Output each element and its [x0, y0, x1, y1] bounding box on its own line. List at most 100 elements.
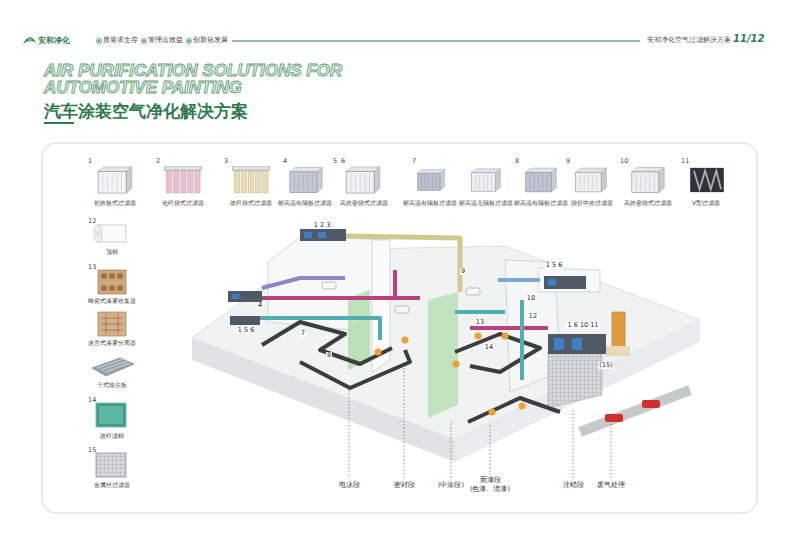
paint-shop-drawing-part-part — [605, 414, 623, 422]
paint-shop-drawing-part — [455, 320, 700, 462]
product-icons-part — [526, 168, 557, 192]
paint-shop-drawing — [192, 229, 700, 478]
paint-shop-drawing-part-part — [573, 410, 574, 478]
product-icons-part — [98, 167, 132, 193]
media-icons-part — [96, 453, 126, 477]
media-icons-part — [97, 231, 100, 237]
media-icons-part — [98, 312, 126, 336]
callout-number: 7 — [412, 158, 416, 166]
section-label: 废气处理 — [597, 482, 625, 490]
page-frame-part — [44, 122, 74, 124]
product-caption: 袋折中效过滤器 — [571, 199, 613, 206]
paint-shop-drawing-part-part — [451, 420, 452, 478]
paint-shop-drawing-part-part — [611, 424, 612, 478]
paint-shop-drawing-part-part — [402, 337, 409, 344]
paint-shop-drawing-part — [606, 346, 630, 356]
media-icons-part-part — [101, 273, 107, 279]
paint-shop-drawing-part — [580, 390, 690, 432]
paint-shop-drawing-part-part — [548, 334, 606, 354]
product-caption: 耐高温有隔板过滤器 — [278, 199, 332, 206]
page-frame-part — [232, 40, 640, 41]
page-frame — [23, 37, 757, 513]
callout-number: 1 2 3 — [313, 222, 332, 229]
media-icons-part — [99, 406, 123, 424]
page-number: 11/12 — [733, 33, 764, 45]
page-frame-part — [23, 37, 36, 44]
product-caption: 高效密袋式过滤器 — [340, 199, 388, 206]
callout-number: 1 6 10 11 — [566, 322, 599, 329]
product-caption: 耐高温有隔板过滤器 — [514, 199, 568, 206]
product-icons-part — [418, 170, 445, 191]
paint-shop-drawing-part-part — [246, 300, 522, 380]
motto-text: 管理出效益 — [148, 37, 183, 45]
paint-shop-drawing-part — [375, 333, 526, 416]
paint-shop-drawing-part — [240, 236, 548, 380]
callout-number: 6 — [341, 158, 345, 166]
paint-shop-drawing-part-part — [489, 409, 496, 416]
product-caption: 顶棉 — [106, 248, 118, 255]
paint-shop-drawing-part — [605, 400, 660, 422]
product-caption: 玻纤滤棉 — [100, 432, 124, 439]
product-icons-part — [576, 168, 607, 192]
media-icons-part — [101, 314, 123, 334]
paint-shop-drawing-part-part — [642, 400, 660, 408]
paint-shop-drawing-part-part — [232, 294, 239, 299]
paint-shop-drawing-part-part — [544, 276, 586, 289]
product-caption: 金属丝过滤器 — [94, 481, 130, 488]
product-icons-part — [232, 166, 269, 193]
section-label: 密封段 — [394, 482, 415, 490]
section-label: (色漆、清漆) — [470, 486, 510, 494]
page-frame-part-part — [97, 39, 102, 44]
paint-shop-drawing-part-part — [349, 390, 350, 478]
header-text: 安和净化空气过滤解决方案 — [647, 37, 731, 45]
english-heading: AIR PURIFICATION SOLUTIONS FOR AUTOMOTIV… — [44, 62, 374, 96]
product-caption: 耐高温有隔板过滤器 — [403, 199, 457, 206]
product-caption: 迷宫式漆雾分离器 — [88, 339, 136, 346]
callout-number: 12 — [88, 218, 96, 226]
media-icons-part — [92, 358, 134, 376]
callout-number: 1 — [88, 158, 92, 166]
callout-number: (15) — [598, 362, 613, 369]
paint-shop-drawing-part-part — [498, 278, 540, 282]
paint-shop-drawing-part-part — [395, 306, 409, 313]
callout-number: 13 — [88, 264, 96, 272]
callout-number: 2 — [156, 158, 160, 166]
paint-shop-drawing-part — [348, 290, 370, 370]
paint-shop-drawing-part-part — [262, 278, 345, 288]
product-icons-part — [290, 167, 322, 192]
page-frame-part — [28, 38, 32, 42]
section-label: 注蜡段 — [563, 482, 584, 490]
paint-shop-drawing-part-part — [490, 425, 491, 475]
media-icons-part — [98, 270, 126, 294]
callout-number: 11 — [681, 158, 689, 166]
page-frame-part-part — [142, 39, 147, 44]
callout-number: 3 — [224, 158, 228, 166]
media-icons-part-part — [117, 285, 123, 291]
page-frame-part-part — [143, 40, 145, 42]
paint-shop-drawing-part-part — [322, 282, 336, 289]
paint-shop-drawing-part-part — [548, 279, 556, 286]
paint-shop-drawing-part-part — [455, 334, 540, 372]
product-caption: 耐高温无隔板过滤器 — [459, 199, 513, 206]
product-caption: 化纤袋式过滤器 — [162, 199, 204, 206]
media-icons-part-part — [109, 285, 115, 291]
callout-number: 1 5 6 — [237, 327, 256, 334]
paint-shop-drawing-part-part — [502, 333, 509, 340]
callout-number: 14 — [88, 397, 96, 405]
paint-shop-drawing-part-part — [346, 236, 460, 292]
paint-shop-drawing-part-part — [404, 368, 405, 478]
page-frame-part-part — [187, 39, 192, 44]
media-icons-part — [101, 273, 123, 291]
paint-shop-drawing-part — [428, 292, 458, 418]
media-icons-part-part — [101, 285, 107, 291]
paint-shop-drawing-part-part — [554, 338, 564, 350]
paint-shop-drawing-part-part — [304, 232, 312, 238]
callout-number: 1 5 6 — [545, 262, 564, 269]
callout-number: 5 — [333, 158, 337, 166]
product-icons-part — [632, 167, 664, 192]
paint-shop-drawing-part-part — [375, 349, 382, 356]
motto-text: 创新拓发展 — [193, 37, 228, 45]
product-caption: 玻纤袋式过滤器 — [230, 199, 272, 206]
paint-shop-drawing-part — [538, 268, 600, 292]
